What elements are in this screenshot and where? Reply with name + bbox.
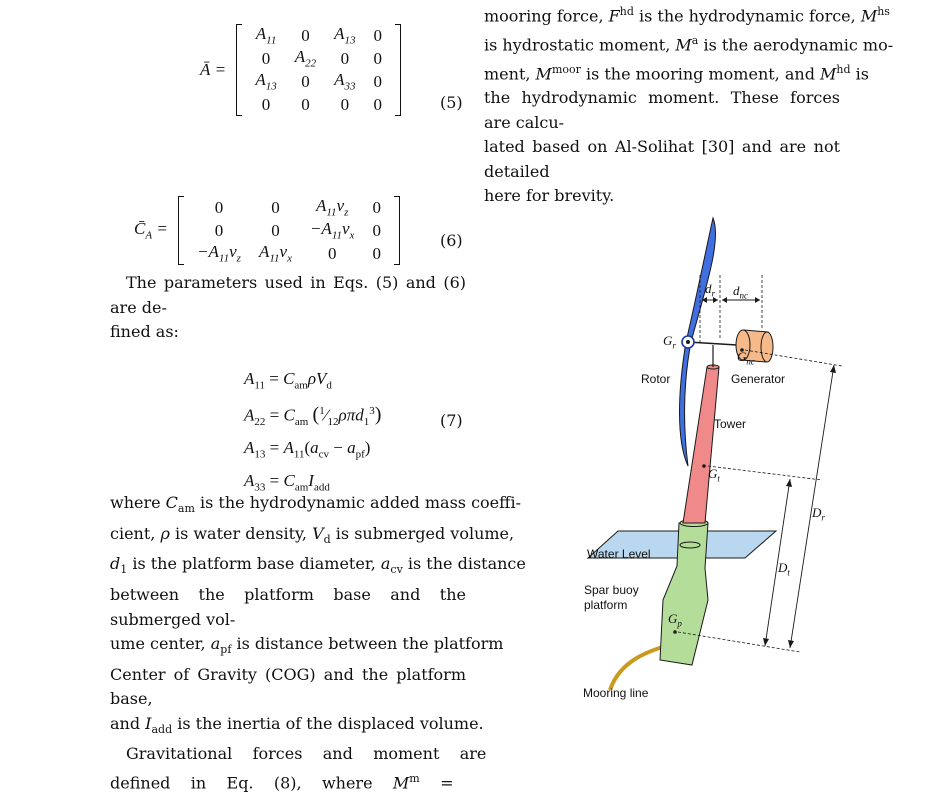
label-platform-line-2: platform bbox=[584, 598, 628, 612]
eq6-lhs: C̄A = bbox=[134, 219, 168, 242]
eq5-lhs: Ā = bbox=[200, 60, 227, 79]
g-t-point bbox=[702, 464, 706, 468]
eq6-number: (6) bbox=[440, 231, 463, 250]
rotor-shaft bbox=[687, 341, 738, 346]
tower-top-ellipse bbox=[706, 364, 720, 370]
where-line-7: and Iadd is the inertia of the displaced… bbox=[110, 713, 484, 736]
where-paragraph: where Cam is the hydrodynamic added mass… bbox=[110, 491, 526, 796]
label-rotor: Rotor bbox=[641, 372, 671, 386]
dr-long-head-bottom bbox=[788, 640, 794, 648]
right-line-2: is hydrostatic moment, Ma is the aerodyn… bbox=[484, 33, 894, 55]
label-tower: Tower bbox=[714, 417, 747, 431]
where-line-9: defined in Eq. (8), where Mm = bbox=[110, 771, 454, 793]
math-label-d-nc: dnc bbox=[733, 283, 748, 301]
math-label-g-nc: Gnc bbox=[737, 349, 755, 367]
dnc-arrowhead-right bbox=[755, 297, 760, 303]
where-line-1: where Cam is the hydrodynamic added mass… bbox=[110, 493, 522, 516]
dr-long-head-top bbox=[830, 365, 836, 373]
where-line-2: cient, ρ is water density, Vd is submerg… bbox=[110, 523, 515, 546]
math-label-g-t: Gt bbox=[708, 466, 720, 484]
right-line-1: mooring force, Fhd is the hydrodynamic f… bbox=[484, 5, 890, 26]
label-mooring-line: Mooring line bbox=[583, 686, 649, 700]
where-line-3: d1 is the platform base diameter, acv is… bbox=[110, 554, 526, 577]
right-line-5: lated based on Al-Solihat [30] and are n… bbox=[484, 137, 840, 181]
label-water-level: Water Level bbox=[587, 547, 651, 561]
rotor-hub bbox=[681, 335, 695, 349]
right-line-4: the hydrodynamic moment. These forces ar… bbox=[484, 88, 840, 132]
equation-7: A11 = CamρVd A22 = Cam (1⁄12ρπd13) A13 =… bbox=[244, 366, 381, 500]
math-label-d-r: dr bbox=[705, 281, 716, 299]
rotor-blade bbox=[679, 216, 716, 467]
eq7-line-4: A33 = CamIadd bbox=[244, 470, 330, 494]
dnc-arrowhead-left bbox=[722, 297, 727, 303]
params-line-1: The parameters used in Eqs. (5) and (6) … bbox=[110, 273, 466, 317]
spar-top-ellipse bbox=[679, 519, 709, 527]
spar-platform bbox=[659, 522, 709, 666]
where-line-6: Center of Gravity (COG) and the platform… bbox=[110, 664, 466, 709]
math-label-g-r: Gr bbox=[663, 333, 676, 351]
where-line-8: Gravitational forces and moment are bbox=[126, 744, 487, 764]
where-line-4: between the platform base and the submer… bbox=[110, 585, 466, 629]
mooring-line bbox=[608, 641, 677, 691]
where-line-5: ume center, apf is distance between the … bbox=[110, 634, 504, 657]
params-line-2: fined as: bbox=[110, 322, 179, 341]
math-label-g-p: Gp bbox=[668, 611, 682, 629]
spar-waterline-ellipse bbox=[679, 541, 701, 549]
math-label-D-r: Dr bbox=[812, 505, 825, 523]
g-p-point bbox=[673, 630, 677, 634]
label-platform: Spar buoy platform bbox=[584, 583, 639, 613]
generator-back bbox=[760, 331, 774, 363]
label-platform-line-1: Spar buoy bbox=[584, 583, 639, 597]
gnc-ref-line bbox=[744, 349, 843, 367]
right-line-6: here for brevity. bbox=[484, 186, 615, 206]
gt-ref-line bbox=[707, 465, 823, 481]
gp-ref-line bbox=[677, 631, 801, 653]
eq7-number: (7) bbox=[440, 411, 463, 430]
eq7-line-3: A13 = A11(acv − apf) bbox=[244, 438, 371, 461]
right-top-paragraph: mooring force, Fhd is the hydrodynamic f… bbox=[484, 0, 894, 209]
dt-long-head-bottom bbox=[763, 638, 769, 646]
tower-shape bbox=[682, 366, 720, 524]
rotor-hub-dot bbox=[686, 340, 690, 344]
right-line-3: ment, Mmoor is the mooring moment, and M… bbox=[484, 62, 869, 83]
eq5-number: (5) bbox=[440, 93, 463, 112]
params-paragraph: The parameters used in Eqs. (5) and (6) … bbox=[110, 271, 466, 345]
eq7-line-1: A11 = CamρVd bbox=[244, 369, 332, 392]
eq7-line-2: A22 = Cam (1⁄12ρπd13) bbox=[244, 404, 382, 429]
label-generator: Generator bbox=[731, 372, 786, 386]
math-label-D-t: Dt bbox=[778, 560, 790, 578]
dt-long-head-top bbox=[786, 479, 792, 487]
